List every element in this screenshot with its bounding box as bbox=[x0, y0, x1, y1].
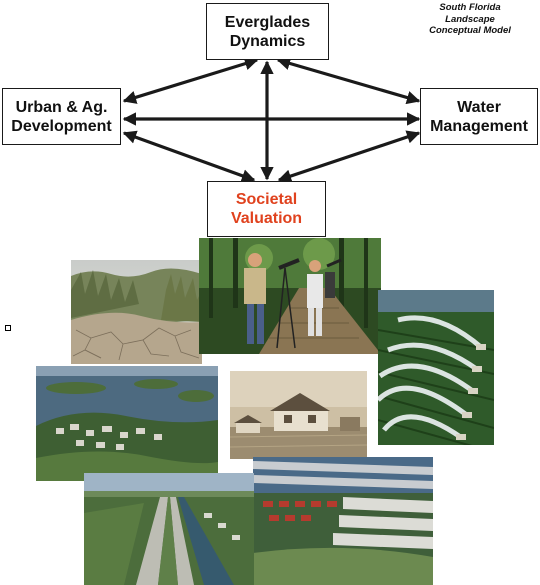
node-societal-line-1: Societal bbox=[235, 191, 298, 208]
photo-dry-marsh bbox=[71, 260, 202, 364]
caption-line-1: South Florida bbox=[439, 2, 501, 13]
node-water-line-1: Water bbox=[457, 98, 501, 116]
caption-line-2: Landscape bbox=[445, 13, 495, 25]
arrow-urban-societal bbox=[122, 130, 256, 183]
node-water-line-2: Management bbox=[430, 117, 528, 135]
model-caption: South Florida Landscape Conceptual Model bbox=[405, 2, 535, 37]
node-urban-ag-development: Urban & Ag. Development bbox=[2, 88, 121, 145]
photo-birdwatchers-boardwalk bbox=[199, 238, 381, 354]
node-water-management: Water Management bbox=[420, 88, 538, 145]
node-everglades-line-2: Dynamics bbox=[229, 32, 306, 50]
node-urban-line-2: Development bbox=[11, 117, 112, 135]
arrow-water-societal bbox=[277, 130, 421, 183]
photo-irrigation-sprinklers bbox=[378, 290, 494, 445]
node-urban-line-1: Urban & Ag. bbox=[15, 98, 108, 116]
photo-aerial-flooded-town bbox=[36, 366, 218, 481]
photo-canal-highway bbox=[84, 473, 254, 585]
photo-greenhouses-housing bbox=[253, 457, 433, 585]
arrow-urban-everglades bbox=[122, 57, 259, 104]
node-everglades-line-1: Everglades bbox=[224, 13, 311, 31]
caption-line-3: Conceptual Model bbox=[429, 25, 511, 36]
node-societal-valuation: Societal Valuation bbox=[207, 181, 326, 237]
node-societal-line-2: Valuation bbox=[230, 210, 303, 227]
node-everglades-dynamics: Everglades Dynamics bbox=[206, 3, 329, 60]
small-square-marker bbox=[5, 325, 11, 331]
photo-historic-flood-house bbox=[230, 371, 367, 459]
arrow-everglades-water bbox=[276, 56, 421, 105]
